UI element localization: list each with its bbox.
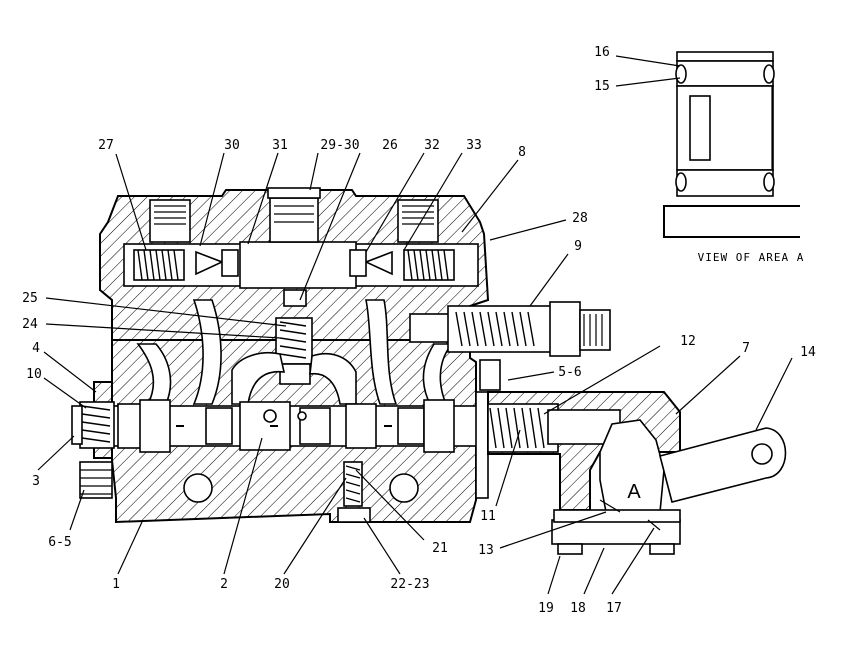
callout-labels: 16 15 27 30 31 29-30 26 32 33 8 28 9 25 … [22,45,816,616]
callout-14: 14 [800,345,816,360]
callout-28: 28 [572,211,588,226]
callout-27: 27 [98,138,114,153]
callout-31: 31 [272,138,288,153]
callout-15: 15 [594,79,610,94]
callout-26: 26 [382,138,398,153]
callout-9: 9 [574,239,582,254]
upper-check-poppets [195,249,393,277]
callout-19: 19 [538,601,554,616]
callout-2: 2 [220,577,228,592]
bottom-check-assembly [337,461,371,523]
internal-passages [136,299,454,405]
left-end-cap [71,401,115,449]
relief-valve-assembly [409,301,611,357]
left-lower-plug [79,461,113,499]
callout-8: 8 [518,145,526,160]
callout-6-5: 6-5 [48,535,71,550]
upper-right-spring [403,249,455,281]
callout-1: 1 [112,577,120,592]
leader-lines [37,55,793,595]
callout-20: 20 [274,577,290,592]
callout-7: 7 [742,341,750,356]
callout-30: 30 [224,138,240,153]
callout-29-30: 29-30 [320,138,359,153]
callout-25: 25 [22,291,38,306]
callout-5-6: 5-6 [558,365,581,380]
lever-assembly [551,419,787,555]
area-a-marker: A [627,481,641,503]
body-holes [183,409,419,503]
area-a-detail-view [663,51,800,238]
callout-4: 4 [32,341,40,356]
callout-11: 11 [480,509,496,524]
upper-left-spring [133,249,185,281]
callout-3: 3 [32,474,40,489]
callout-17: 17 [606,601,622,616]
callout-12: 12 [680,334,696,349]
callout-16: 16 [594,45,610,60]
callout-21: 21 [432,541,448,556]
callout-18: 18 [570,601,586,616]
callout-32: 32 [424,138,440,153]
callout-10: 10 [26,367,42,382]
main-spool [111,399,483,453]
callout-24: 24 [22,317,38,332]
callout-22-23: 22-23 [390,577,429,592]
view-caption: VIEW OF AREA A [698,251,805,264]
callout-33: 33 [466,138,482,153]
callout-13: 13 [478,543,494,558]
